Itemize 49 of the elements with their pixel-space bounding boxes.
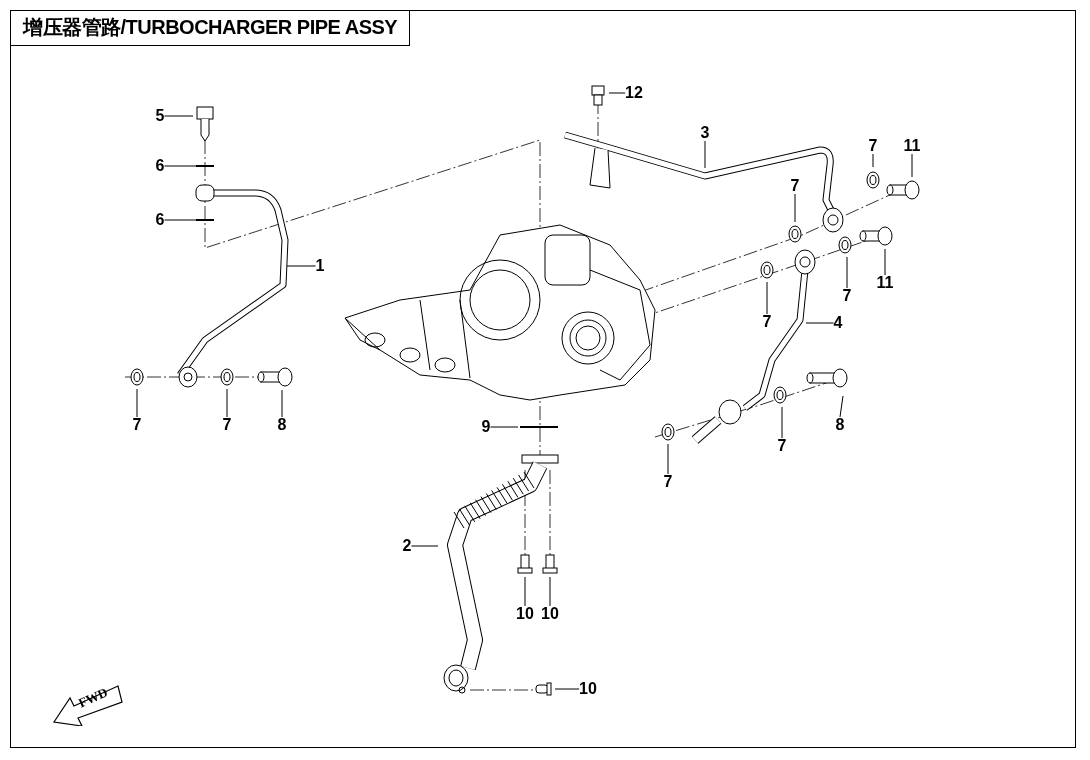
callout-number: 2 <box>402 538 412 554</box>
callout-number: 10 <box>516 606 534 622</box>
leader-line <box>226 388 228 418</box>
leader-line <box>410 545 439 547</box>
callout-number: 5 <box>155 108 165 124</box>
callout-number: 11 <box>876 275 894 291</box>
leader-line <box>805 322 835 324</box>
leader-line <box>872 153 874 168</box>
callout-number: 10 <box>541 606 559 622</box>
callout-number: 1 <box>315 258 325 274</box>
leader-line <box>163 165 197 167</box>
leader-line <box>781 406 783 439</box>
callout-number: 7 <box>663 474 673 490</box>
callout-number: 12 <box>625 85 643 101</box>
leader-line <box>794 193 796 223</box>
callout-number: 4 <box>833 315 843 331</box>
leader-line <box>286 265 317 267</box>
leader-line <box>911 153 913 178</box>
leader-line <box>136 388 138 418</box>
callout-number: 10 <box>579 681 597 697</box>
leader-line <box>524 576 526 607</box>
leader-line <box>608 92 626 94</box>
leader-line <box>163 115 194 117</box>
callout-number: 7 <box>777 438 787 454</box>
leader-line <box>766 281 768 315</box>
callout-number: 11 <box>903 138 921 154</box>
leader-line <box>846 256 848 289</box>
title: 增压器管路/TURBOCHARGER PIPE ASSY <box>10 10 411 46</box>
leader-line <box>554 688 580 690</box>
callout-number: 7 <box>762 314 772 330</box>
callout-number: 8 <box>277 417 287 433</box>
leader-line <box>704 140 706 169</box>
callout-number: 7 <box>868 138 878 154</box>
callout-number: 8 <box>835 417 845 433</box>
leader-line <box>281 389 283 418</box>
callout-number: 6 <box>155 158 165 174</box>
leader-line <box>549 576 551 607</box>
leader-line <box>839 395 844 418</box>
callout-number: 9 <box>481 419 491 435</box>
callout-number: 6 <box>155 212 165 228</box>
callout-number: 7 <box>222 417 232 433</box>
callout-number: 7 <box>132 417 142 433</box>
callout-number: 7 <box>790 178 800 194</box>
leader-line <box>884 248 886 276</box>
leader-line <box>489 426 519 428</box>
leader-line <box>163 219 197 221</box>
leader-line <box>667 443 669 475</box>
callout-number: 7 <box>842 288 852 304</box>
callout-number: 3 <box>700 125 710 141</box>
